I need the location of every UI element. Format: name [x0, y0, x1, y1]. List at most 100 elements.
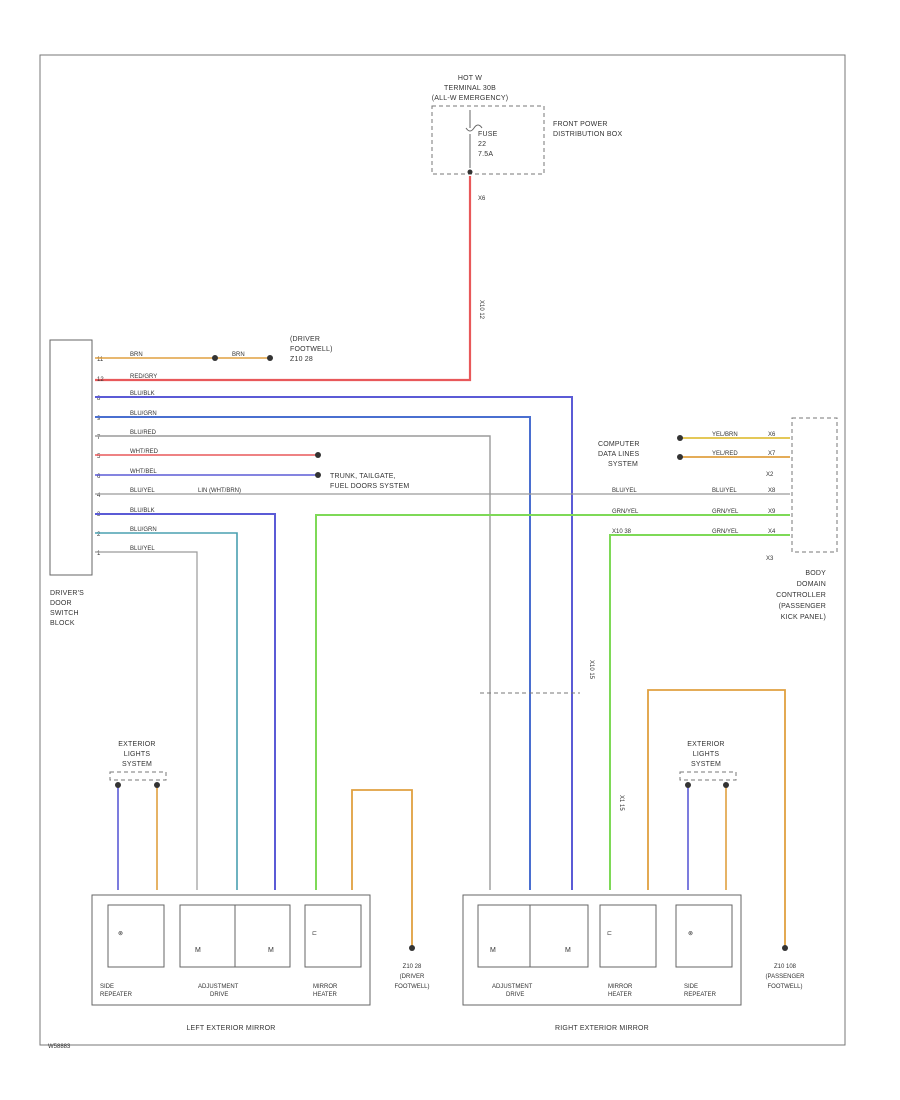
wire-label-wht-red: WHT/RED — [130, 449, 159, 455]
driver-footwell-1: (DRIVER — [290, 336, 320, 343]
left-mirror-title: LEFT EXTERIOR MIRROR — [186, 1025, 275, 1032]
fuse-rating: 7.5A — [478, 151, 493, 158]
right-mirror-heater-box — [599, 904, 657, 968]
pin-11: 11 — [97, 357, 104, 363]
pin-6: 6 — [97, 474, 101, 480]
wire-label-blu-red: BLU/RED — [130, 430, 157, 436]
right-exterior-mirror: M M ⊏ ⊗ ADJUSTMENT DRIVE MIRROR HEATER S… — [462, 894, 742, 1032]
left-ext-lights-1: EXTERIOR — [118, 741, 155, 748]
left-repeater-bulb-icon: ⊗ — [118, 931, 123, 937]
pin-5: 5 — [97, 454, 101, 460]
blu-grn-wire-right — [95, 416, 531, 890]
right-ext-lights-2: LIGHTS — [693, 751, 720, 758]
wire-splice-label: X10 12 — [478, 300, 484, 320]
bcm-wire-yel-brn: YEL/BRN — [712, 432, 738, 438]
ground-left-dot — [409, 945, 415, 951]
pin-1: 1 — [97, 551, 101, 557]
switch-block-name-2: DOOR — [50, 600, 72, 607]
left-adjustment-2: DRIVE — [210, 992, 228, 998]
ground-left-3: FOOTWELL) — [394, 984, 429, 990]
heater-ground-wire-right — [647, 689, 786, 948]
bcm-connector-x3: X3 — [766, 556, 774, 562]
trunk-connector-1 — [315, 452, 321, 458]
blu-grn-wire-left — [95, 532, 238, 890]
right-adjustment-2: DRIVE — [506, 992, 524, 998]
lin-label: LIN (WHT/BRN) — [198, 488, 241, 494]
hot-label-2: TERMINAL 30B — [444, 85, 496, 92]
bcm-pin-x6: X6 — [768, 432, 776, 438]
right-repeater-bulb-icon: ⊗ — [688, 931, 693, 937]
hot-label-1: HOT W — [458, 75, 482, 82]
data-line-connector-2 — [677, 454, 683, 460]
wire-label-wht-bel: WHT/BEL — [130, 469, 157, 475]
right-mirror-title: RIGHT EXTERIOR MIRROR — [555, 1025, 649, 1032]
trunk-system-1: TRUNK, TAILGATE, — [330, 473, 396, 480]
pin-9: 9 — [97, 416, 101, 422]
grn-yel-wire-right — [609, 534, 790, 890]
wire-label-blu-blk-2: BLU/BLK — [130, 508, 155, 514]
wire-label-brn: BRN — [130, 352, 143, 358]
data-line-connector-1 — [677, 435, 683, 441]
splice-label-right: X10 15 — [588, 660, 594, 680]
wire-label-blu-yel: BLU/YEL — [130, 488, 155, 494]
pin-12: 12 — [97, 377, 104, 383]
left-side-repeater-1: SIDE — [100, 984, 114, 990]
computer-data-1: COMPUTER — [598, 441, 640, 448]
left-exterior-mirror: ⊗ M M ⊏ SIDE REPEATER ADJUSTMENT DRIVE M… — [91, 894, 371, 1032]
left-heater-icon: ⊏ — [312, 931, 317, 937]
left-exterior-lights: EXTERIOR LIGHTS SYSTEM — [109, 741, 167, 890]
left-adjustment-1: ADJUSTMENT — [198, 984, 239, 990]
splice-label-heater: X1 15 — [618, 795, 624, 811]
blu-yel-wire-left — [95, 551, 198, 890]
right-exterior-lights: EXTERIOR LIGHTS SYSTEM — [679, 741, 737, 890]
bcm-connector-x2: X2 — [766, 472, 774, 478]
pin-4: 4 — [97, 493, 101, 499]
driver-footwell-3: Z10 28 — [290, 356, 313, 363]
trunk-system-2: FUEL DOORS SYSTEM — [330, 483, 409, 490]
left-heater-1: MIRROR — [313, 984, 338, 990]
wire-label-brn-2: BRN — [232, 352, 245, 358]
fuse-label: FUSE — [478, 131, 498, 138]
right-side-repeater-1: SIDE — [684, 984, 698, 990]
right-ext-lights-1: EXTERIOR — [687, 741, 724, 748]
switch-block: DRIVER'S DOOR SWITCH BLOCK — [49, 339, 93, 627]
left-ext-lights-3: SYSTEM — [122, 761, 152, 768]
blu-blk-wire-left — [95, 513, 276, 890]
pin-8: 8 — [97, 396, 101, 402]
right-motor-icon-2: M — [565, 947, 571, 954]
left-side-repeater-2: REPEATER — [100, 992, 133, 998]
grn-yel-wire-left — [315, 514, 790, 890]
bcm-name-1: BODY — [805, 570, 826, 577]
wire-label-blu-grn: BLU/GRN — [130, 411, 157, 417]
ground-right-2: (PASSENGER — [766, 974, 806, 980]
right-ext-lights-3: SYSTEM — [691, 761, 721, 768]
left-mirror-heater-box — [304, 904, 362, 968]
bcm-pin-x9: X9 — [768, 509, 776, 515]
right-side-repeater-box — [675, 904, 733, 968]
ground-right-dot — [782, 945, 788, 951]
bcm-wire-grn-yel-l2: X10 38 — [612, 529, 632, 535]
right-heater-2: HEATER — [608, 992, 633, 998]
right-adjustment-1: ADJUSTMENT — [492, 984, 533, 990]
red-power-wire — [95, 176, 472, 382]
bcm-wire-blu-yel-l: BLU/YEL — [612, 488, 637, 494]
bcm-wire-yel-red: YEL/RED — [712, 451, 738, 457]
bcm-name-3: CONTROLLER — [776, 592, 826, 599]
bcm-pin-x4: X4 — [768, 529, 776, 535]
left-motor-icon-2: M — [268, 947, 274, 954]
right-side-repeater-2: REPEATER — [684, 992, 717, 998]
trunk-connector-2 — [315, 472, 321, 478]
fuse-icon — [465, 110, 483, 168]
driver-footwell-2: FOOTWELL) — [290, 346, 333, 353]
left-ext-connector-2 — [154, 782, 160, 788]
bcm-name-4: (PASSENGER — [779, 603, 826, 610]
body-domain-controller: BODY DOMAIN CONTROLLER (PASSENGER KICK P… — [776, 417, 838, 621]
ground-left-1: Z10 28 — [403, 964, 422, 970]
left-ext-dashed — [109, 771, 167, 781]
pin-7: 7 — [97, 435, 101, 441]
right-heater-icon: ⊏ — [607, 931, 612, 937]
ground-left-2: (DRIVER — [400, 974, 425, 980]
connector-dot — [212, 355, 218, 361]
wire-label-blu-grn-2: BLU/GRN — [130, 527, 157, 533]
bcm-wire-grn-yel-2: GRN/YEL — [712, 529, 739, 535]
